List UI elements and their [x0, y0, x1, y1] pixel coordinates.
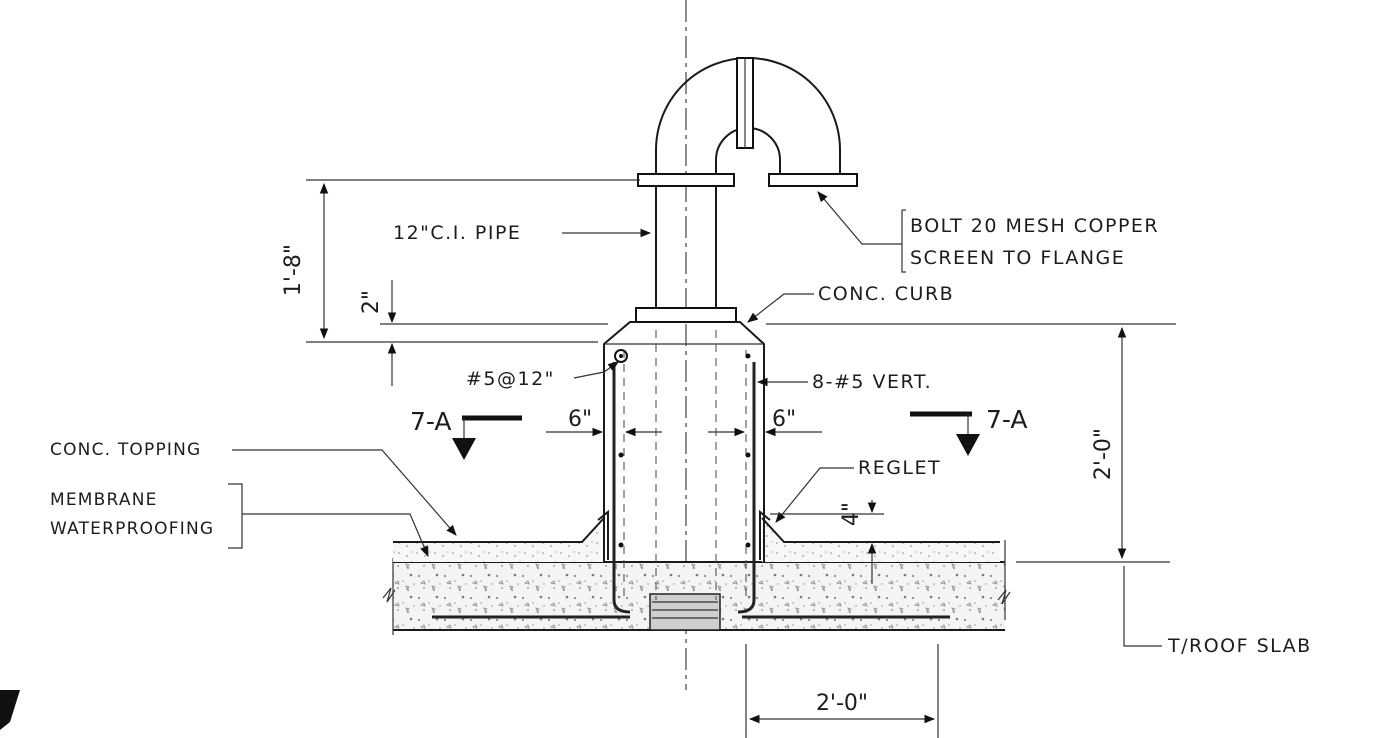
section-mark-right: 7-A [910, 405, 1027, 456]
dim-curb-gap: 2" [359, 280, 608, 386]
partial-section-arrow [0, 690, 20, 730]
dim-reglet-height-text: 4" [839, 502, 864, 526]
pipe-leader: 12"C.I. PIPE [393, 222, 652, 244]
reglet-label: REGLET [858, 457, 941, 479]
dim-wall-right: 6" [708, 407, 822, 437]
rebar-left-label: #5@12" [466, 368, 555, 390]
membrane-label-line1: MEMBRANE [50, 490, 158, 510]
section-mark-left: 7-A [410, 407, 522, 460]
screen-note: BOLT 20 MESH COPPER SCREEN TO FLANGE [817, 191, 1159, 273]
dim-wall-left: 6" [546, 407, 662, 437]
curb-leader: CONC. CURB [747, 283, 954, 323]
dim-bottom-width-text: 2'-0" [816, 691, 868, 716]
dim-curb-height: 2'-0" [766, 323, 1176, 563]
screen-label-line1: BOLT 20 MESH COPPER [910, 215, 1159, 237]
roof-slab [382, 540, 1011, 635]
dim-wall-right-text: 6" [772, 407, 796, 432]
dim-pipe-height: 1'-8" [281, 179, 640, 343]
topping-leader: CONC. TOPPING [50, 440, 457, 536]
rebar-right-leader: 8-#5 VERT. [756, 371, 932, 393]
membrane-leader: MEMBRANE WATERPROOFING [50, 483, 429, 557]
cast-iron-pipe [635, 57, 858, 323]
dim-wall-left-text: 6" [568, 407, 592, 432]
dim-bottom-width: 2'-0" [745, 644, 939, 738]
pipe-label: 12"C.I. PIPE [393, 222, 521, 244]
rebar-left-leader: #5@12" [466, 361, 619, 390]
section-right-label: 7-A [986, 405, 1027, 434]
topping-label: CONC. TOPPING [50, 440, 201, 460]
screen-label-line2: SCREEN TO FLANGE [910, 247, 1125, 269]
section-left-label: 7-A [410, 407, 451, 436]
concrete-topping [393, 517, 1000, 562]
reglet-leader: REGLET [775, 457, 941, 523]
dim-curb-height-text: 2'-0" [1091, 428, 1116, 480]
slab-label: T/ROOF SLAB [1167, 635, 1312, 657]
membrane-label-line2: WATERPROOFING [50, 519, 214, 539]
rebar-right-label: 8-#5 VERT. [812, 371, 932, 393]
dim-reglet-height: 4" [770, 500, 884, 584]
dim-curb-gap-text: 2" [359, 290, 384, 314]
slab-leader: T/ROOF SLAB [1123, 566, 1312, 657]
dim-pipe-height-text: 1'-8" [281, 244, 306, 296]
curb-label: CONC. CURB [818, 283, 954, 305]
